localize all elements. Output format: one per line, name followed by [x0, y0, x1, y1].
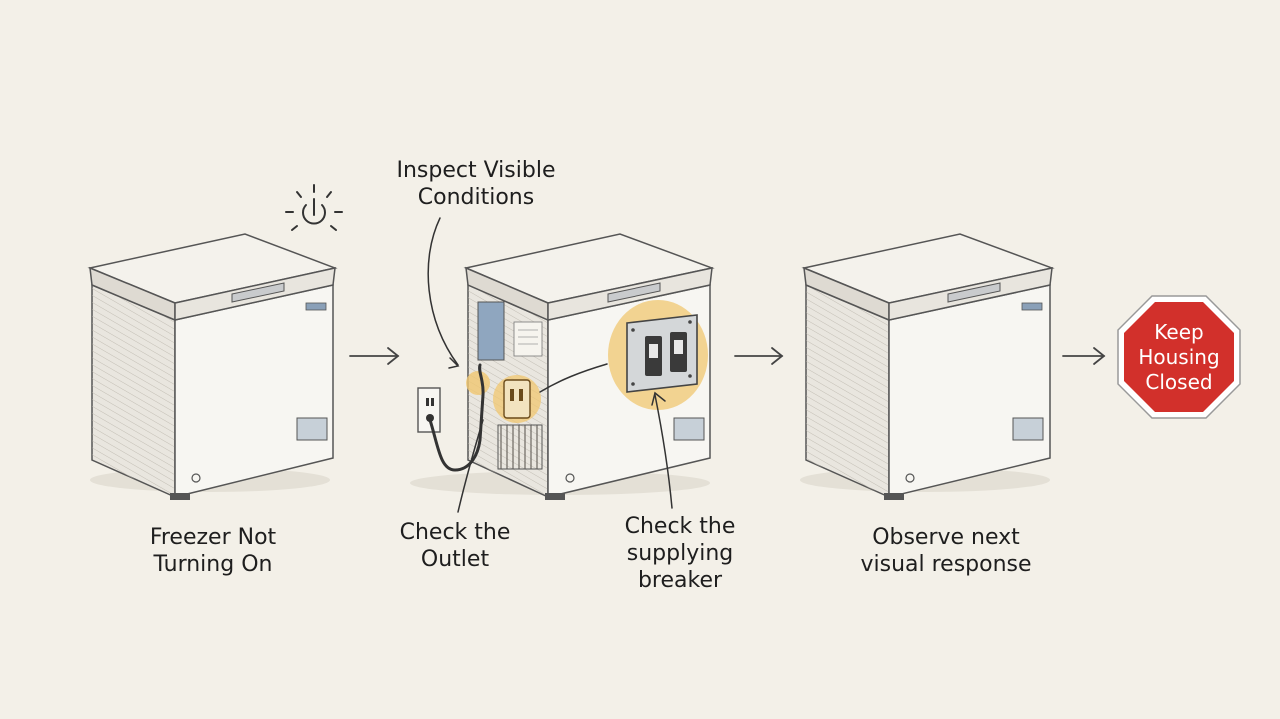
- outlet-icon: [493, 375, 541, 423]
- step-check-the-outlet: Check the Outlet: [399, 520, 511, 572]
- chest-freezer-icon: [800, 233, 1055, 500]
- step-observe-next-visual-response: Observe next visual response: [860, 525, 1032, 577]
- callout-lines: [427, 217, 673, 513]
- breaker-panel-icon: [608, 300, 708, 410]
- step-inspect-visible-conditions: Inspect Visible Conditions: [396, 158, 556, 210]
- arrow-icon: [1062, 347, 1106, 365]
- arrow-icon: [349, 347, 400, 365]
- chest-freezer-icon: [87, 233, 338, 500]
- power-icon: [285, 184, 343, 231]
- arrow-icon: [734, 347, 784, 365]
- outlet-highlight: [466, 371, 490, 395]
- stop-sign-label: Keep Housing Closed: [1138, 320, 1220, 394]
- stop-sign-icon: [1117, 295, 1241, 419]
- step-freezer-not-turning-on: Freezer Not Turning On: [149, 525, 277, 577]
- wall-outlet-icon: [417, 363, 485, 472]
- step-check-supplying-breaker: Check the supplying breaker: [624, 514, 736, 593]
